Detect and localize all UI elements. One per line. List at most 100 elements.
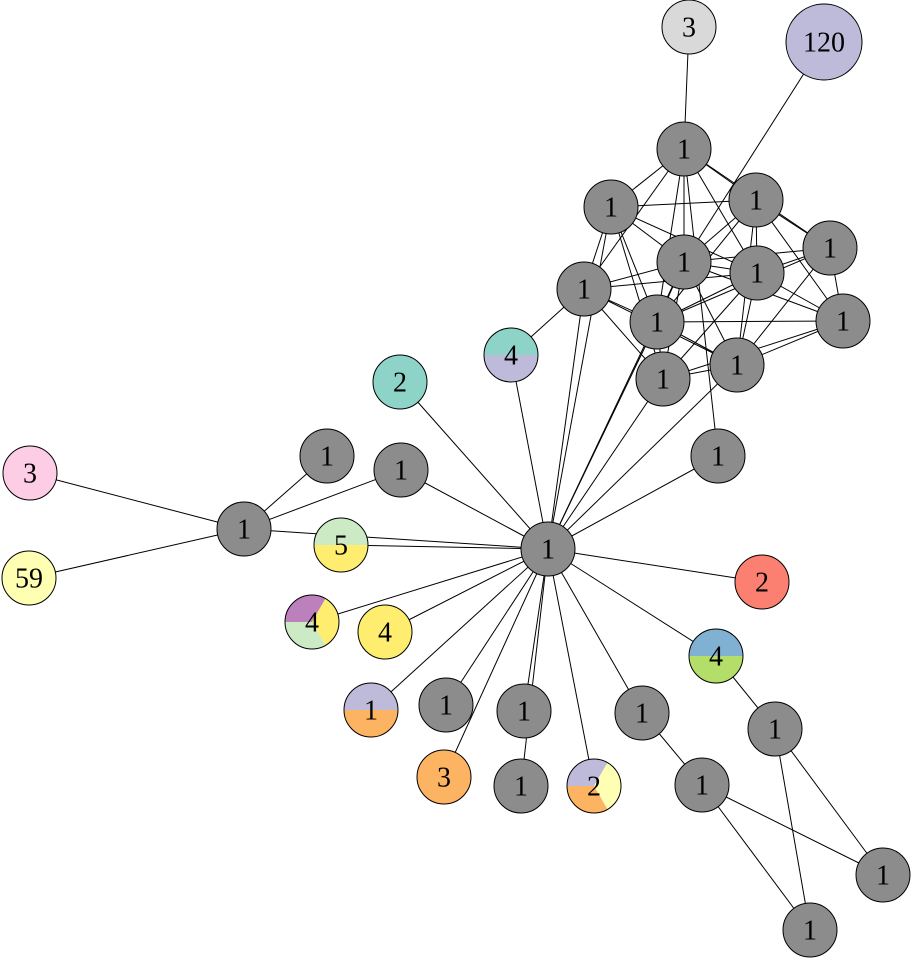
graph-node: 4 xyxy=(357,604,413,660)
node-label: 1 xyxy=(650,308,664,339)
node-label: 4 xyxy=(709,642,723,673)
node-outline xyxy=(483,327,539,383)
node-outline xyxy=(357,604,413,660)
node-outline xyxy=(656,121,712,177)
node-fill xyxy=(3,446,57,500)
edge-b1-hub xyxy=(445,548,549,706)
graph-node: 1 xyxy=(614,685,670,741)
graph-node: 5 xyxy=(313,517,369,573)
edge-hub-n_2teal xyxy=(399,381,549,550)
node-label: 1 xyxy=(439,691,453,722)
node-outline xyxy=(734,554,790,610)
node-slice xyxy=(314,518,368,545)
edge-b4-hub xyxy=(547,548,643,714)
edge-hub-n_4a xyxy=(510,354,549,550)
node-outline xyxy=(2,445,58,501)
node-fill xyxy=(786,4,862,80)
edge-l2-hub xyxy=(400,469,549,550)
node-fill xyxy=(417,750,471,804)
node-slice xyxy=(689,656,743,683)
graph-node: 1 xyxy=(815,293,871,349)
node-slice xyxy=(567,759,608,786)
graph-node: 1 xyxy=(583,179,639,235)
edge-c1-c8 xyxy=(656,148,685,323)
node-label: 4 xyxy=(504,341,518,372)
graph-node: 1 xyxy=(635,351,691,407)
edge-hub-c10 xyxy=(547,378,664,550)
node-outline xyxy=(418,677,474,733)
node-fill xyxy=(615,686,669,740)
node-label: 1 xyxy=(695,771,709,802)
node-outline xyxy=(815,293,871,349)
node-fill xyxy=(729,173,783,227)
edge-hub-c2 xyxy=(547,206,612,550)
node-label: 1 xyxy=(237,515,251,546)
node-fill xyxy=(856,848,910,902)
node-label: 1 xyxy=(677,248,691,279)
node-label: 1 xyxy=(876,861,890,892)
node-label: 1 xyxy=(656,365,670,396)
node-fill xyxy=(419,678,473,732)
node-outline xyxy=(747,701,803,757)
graph-node: 3 xyxy=(661,0,717,55)
graph-node: 1 xyxy=(690,428,746,484)
node-fill xyxy=(730,246,784,300)
node-outline xyxy=(661,0,717,55)
graph-node: 1 xyxy=(802,220,858,276)
node-fill xyxy=(662,0,716,54)
graph-node: 4 xyxy=(284,594,340,650)
node-slice xyxy=(567,786,608,814)
edge-n_3pink-lhub xyxy=(29,472,245,530)
node-fill xyxy=(803,221,857,275)
node-slice xyxy=(285,594,326,622)
node-fill xyxy=(374,443,428,497)
edge-c8-c9 xyxy=(656,320,844,323)
node-fill xyxy=(2,551,56,605)
graph-node: 1 xyxy=(418,677,474,733)
graph-node: 1 xyxy=(629,294,685,350)
node-label: 4 xyxy=(305,608,319,639)
graph-node: 1 xyxy=(493,758,549,814)
node-label: 1 xyxy=(394,456,408,487)
node-label: 1 xyxy=(711,442,725,473)
graph-node: 1 xyxy=(299,428,355,484)
node-outline xyxy=(614,685,670,741)
node-outline xyxy=(343,682,399,738)
graph-node: 4 xyxy=(483,327,539,383)
edge-hub-c11 xyxy=(547,364,738,550)
edge-lhub-hub xyxy=(243,528,549,550)
node-outline xyxy=(566,758,622,814)
node-outline xyxy=(709,337,765,393)
node-label: 1 xyxy=(635,699,649,730)
graph-node: 1 xyxy=(709,337,765,393)
graph-node: 4 xyxy=(688,628,744,684)
node-slice xyxy=(484,328,538,355)
node-outline xyxy=(416,749,472,805)
node-slice xyxy=(344,683,398,710)
node-label: 1 xyxy=(677,135,691,166)
node-fill xyxy=(691,429,745,483)
node-outline xyxy=(216,501,272,557)
node-label: 3 xyxy=(682,13,696,44)
node-fill xyxy=(557,262,611,316)
node-fill xyxy=(217,502,271,556)
edge-hub-c7 xyxy=(547,288,585,550)
edge-hub-n_2red xyxy=(547,548,763,583)
node-outline xyxy=(299,428,355,484)
edge-lhub-l2 xyxy=(243,469,402,530)
node-fill xyxy=(657,235,711,289)
node-label: 1 xyxy=(749,186,763,217)
edge-r1-r2 xyxy=(774,728,884,876)
node-outline xyxy=(690,428,746,484)
graph-node: 2 xyxy=(734,554,790,610)
graph-node: 1 xyxy=(747,701,803,757)
node-fill xyxy=(735,555,789,609)
node-outline xyxy=(635,351,691,407)
graph-node: 1 xyxy=(782,902,838,958)
graph-node: 2 xyxy=(372,354,428,410)
graph-node: 1 xyxy=(656,121,712,177)
node-fill xyxy=(300,429,354,483)
graph-node: 1 xyxy=(729,245,785,301)
node-fill xyxy=(710,338,764,392)
